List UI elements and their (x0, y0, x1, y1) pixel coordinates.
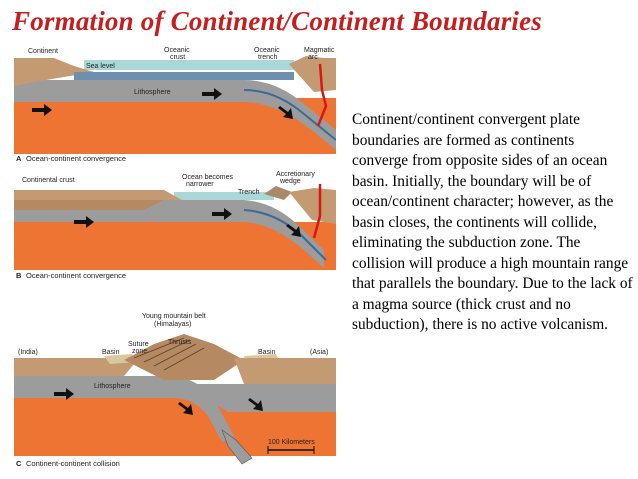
diagram-panel-b: Continental crust Ocean becomes narrower… (14, 170, 336, 282)
caption-letter-a: A (16, 154, 22, 163)
label-mountain-1: Young mountain belt (142, 313, 206, 320)
caption-a: Ocean-continent convergence (26, 154, 126, 163)
label-suture-2: zone (132, 348, 147, 355)
label-india: (India) (18, 349, 38, 356)
label-thrusts: Thrusts (168, 339, 192, 346)
label-oceanic-crust-1: Oceanic (164, 47, 190, 54)
label-basin-left: Basin (102, 349, 120, 356)
label-oceanic-trench-2: trench (258, 54, 278, 61)
label-ocean-narrower-1: Ocean becomes (182, 174, 233, 181)
page-title: Formation of Continent/Continent Boundar… (12, 6, 543, 36)
caption-letter-b: B (16, 271, 22, 280)
label-basin-right: Basin (258, 349, 276, 356)
label-continental-crust: Continental crust (22, 177, 75, 184)
caption-c: Continent-continent collision (26, 459, 120, 468)
label-continent: Continent (28, 48, 58, 55)
label-scale: 100 Kilometers (268, 439, 315, 446)
label-ocean-narrower-2: narrower (186, 181, 214, 188)
description-text: Continent/continent convergent plate bou… (352, 111, 633, 333)
label-magmatic-arc-1: Magmatic (304, 47, 335, 54)
label-mountain-2: (Himalayas) (154, 321, 191, 328)
label-accretionary-2: wedge (279, 178, 301, 185)
diagram-panel-c: Young mountain belt (Himalayas) (India) … (14, 308, 336, 470)
label-asia: (Asia) (310, 349, 328, 356)
label-lithosphere-c: Lithosphere (94, 383, 131, 390)
caption-b: Ocean-continent convergence (26, 271, 126, 280)
caption-letter-c: C (16, 459, 22, 468)
label-oceanic-trench-1: Oceanic (254, 47, 280, 54)
label-sea-level: Sea level (86, 63, 115, 70)
label-trench: Trench (238, 189, 260, 196)
label-lithosphere: Lithosphere (134, 89, 171, 96)
label-oceanic-crust-2: crust (170, 54, 185, 61)
label-magmatic-arc-2: arc (308, 54, 318, 61)
label-suture-1: Suture (128, 341, 149, 348)
label-accretionary-1: Accretionary (276, 171, 315, 178)
diagram-panel-a: Continent Oceanic crust Oceanic trench M… (14, 46, 336, 164)
